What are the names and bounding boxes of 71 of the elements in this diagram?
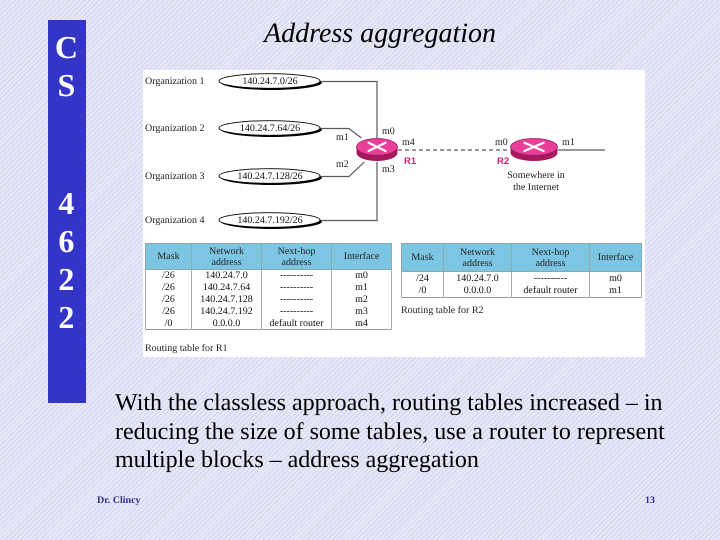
- interface-label: m3: [382, 165, 395, 175]
- interface-label: m1: [562, 138, 575, 148]
- column-header: Mask: [146, 244, 192, 270]
- body-text: With the classless approach, routing tables increased – in reducing the size of some tables, use a router to represent multiple blocks – address aggregation: [115, 389, 666, 474]
- table-cell: 140.24.7.64: [192, 282, 262, 294]
- router-label: R1: [404, 157, 416, 167]
- connector-line: [322, 162, 365, 178]
- table-cell: default router: [262, 318, 332, 330]
- table-cell: 140.24.7.192: [192, 306, 262, 318]
- table-cell: m4: [332, 318, 392, 330]
- connector-line: [558, 149, 605, 151]
- network-oval: 140.24.7.128/26: [218, 168, 322, 185]
- table-cell: 0.0.0.0: [192, 318, 262, 330]
- vertical-text: 4622: [57, 184, 76, 336]
- table-caption: Routing table for R1: [145, 343, 228, 355]
- organization-label: Organization 2: [145, 122, 206, 134]
- connector-line: [322, 162, 378, 222]
- column-header: Network address: [444, 244, 512, 272]
- organization-label: Organization 1: [145, 76, 206, 88]
- location-note: Somewhere in the Internet: [506, 170, 566, 194]
- column-header: Network address: [192, 244, 262, 270]
- table-cell: ----------: [262, 270, 332, 282]
- router-icon: [510, 138, 558, 162]
- table-cell: 140.24.7.128: [192, 294, 262, 306]
- table-cell: m2: [332, 294, 392, 306]
- column-header: Interface: [590, 244, 642, 272]
- table-caption: Routing table for R2: [401, 305, 484, 317]
- organization-label: Organization 3: [145, 170, 206, 182]
- table-cell: ----------: [262, 294, 332, 306]
- table-cell: /26: [146, 270, 192, 282]
- table-cell: ----------: [262, 282, 332, 294]
- interface-label: m0: [495, 138, 508, 148]
- connector-line: [322, 128, 362, 138]
- interface-label: m0: [382, 127, 395, 137]
- side-band: [48, 20, 86, 403]
- interface-label: m1: [336, 133, 349, 143]
- column-header: Mask: [402, 244, 444, 272]
- router-label: R2: [497, 157, 510, 167]
- table-cell: m1: [590, 284, 642, 298]
- column-header: Next-hop address: [262, 244, 332, 270]
- table-cell: /26: [146, 282, 192, 294]
- organization-label: Organization 4: [145, 214, 206, 226]
- table-cell: m3: [332, 306, 392, 318]
- table-cell: /0: [402, 284, 444, 298]
- table-cell: default router: [512, 284, 590, 298]
- table-cell: ----------: [512, 272, 590, 284]
- table-cell: m0: [332, 270, 392, 282]
- author-name: Dr. Clincy: [97, 495, 141, 507]
- dashed-connector: [398, 149, 510, 151]
- slide-title: Address aggregation: [264, 18, 496, 50]
- column-header: Interface: [332, 244, 392, 270]
- page-number: 13: [645, 495, 655, 507]
- table-cell: /26: [146, 306, 192, 318]
- table-cell: m0: [590, 272, 642, 284]
- table-cell: /24: [402, 272, 444, 284]
- table-cell: /26: [146, 294, 192, 306]
- table-cell: 140.24.7.0: [192, 270, 262, 282]
- table-cell: 0.0.0.0: [444, 284, 512, 298]
- interface-label: m2: [336, 160, 349, 170]
- table-cell: /0: [146, 318, 192, 330]
- table-cell: m1: [332, 282, 392, 294]
- network-oval: 140.24.7.64/26: [218, 120, 322, 137]
- column-header: Next-hop address: [512, 244, 590, 272]
- table-cell: ----------: [262, 306, 332, 318]
- router-icon: [356, 138, 398, 162]
- vertical-text: CS: [54, 28, 79, 104]
- table-cell: 140.24.7.0: [444, 272, 512, 284]
- interface-label: m4: [402, 138, 415, 148]
- connector-line: [322, 80, 378, 138]
- network-oval: 140.24.7.192/26: [218, 212, 322, 229]
- network-oval: 140.24.7.0/26: [218, 73, 322, 90]
